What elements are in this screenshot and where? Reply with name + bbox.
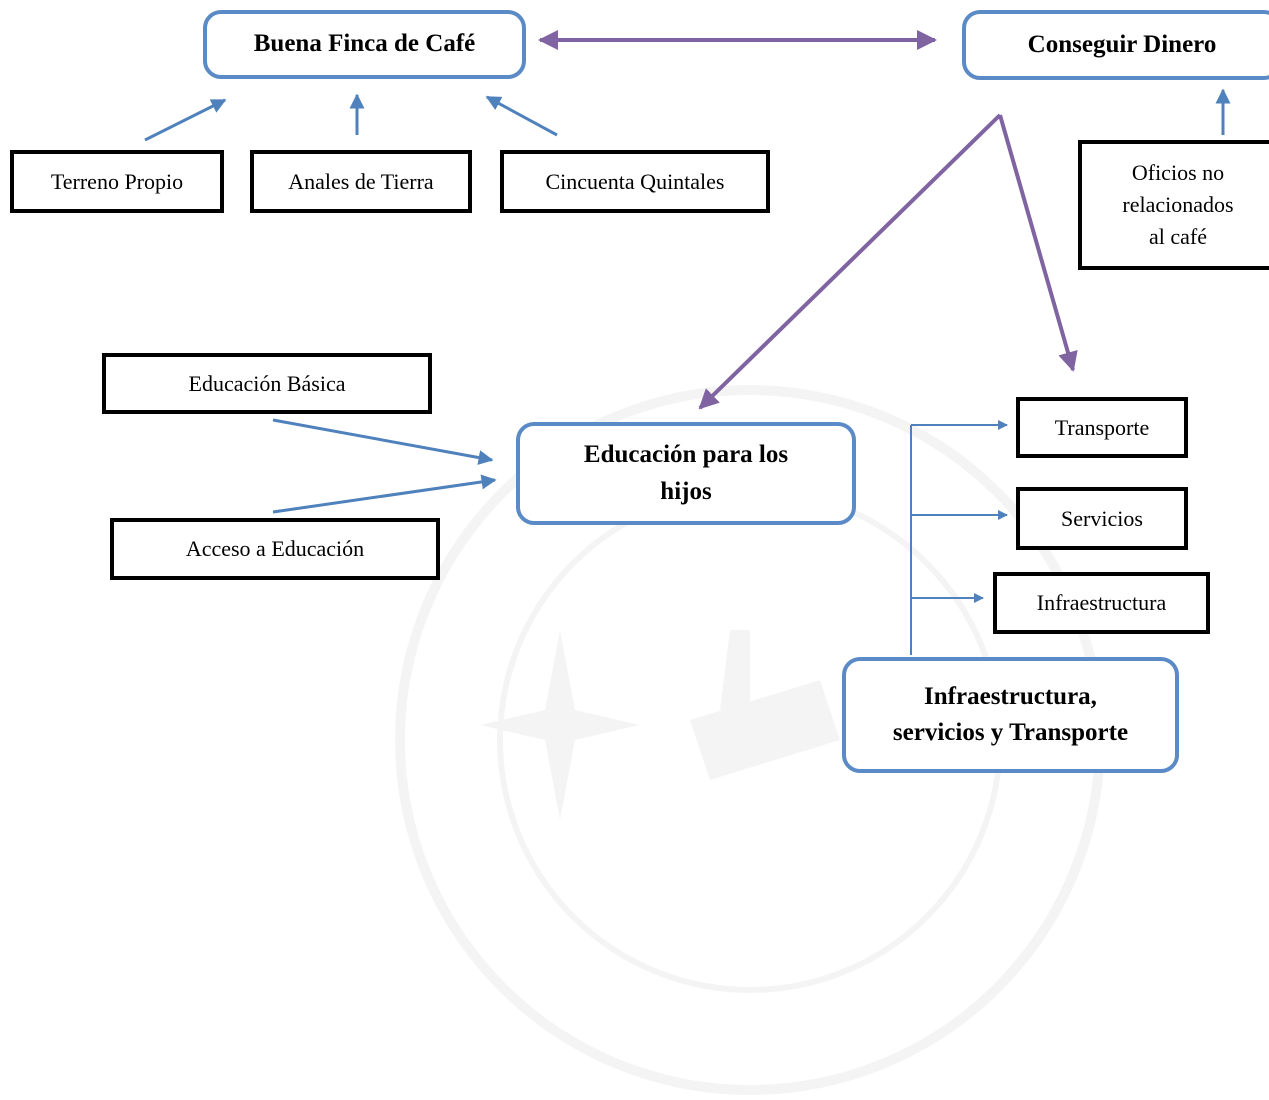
node-terreno-propio: Terreno Propio (10, 150, 224, 213)
node-transporte: Transporte (1016, 397, 1188, 458)
node-anales-de-tierra: Anales de Tierra (250, 150, 472, 213)
node-oficios-no-relacionados: Oficios no relacionados al café (1078, 140, 1269, 270)
node-label: Conseguir Dinero (1027, 30, 1217, 58)
node-label: Acceso a Educación (185, 536, 365, 562)
node-educacion-basica: Educación Básica (102, 353, 432, 414)
concept-diagram: Buena Finca de Café Conseguir Dinero Edu… (10, 10, 1269, 773)
node-servicios: Servicios (1016, 487, 1188, 550)
node-infraestructura: Infraestructura (993, 572, 1210, 634)
node-label: Infraestructura (1036, 590, 1167, 616)
arrow-terreno-finca (144, 98, 227, 142)
node-acceso-a-educacion: Acceso a Educación (110, 518, 440, 580)
node-label: Educación Básica (188, 370, 346, 396)
node-educacion-para-los-hijos: Educación para los hijos (516, 422, 856, 525)
node-infraestructura-servicios-transporte: Infraestructura, servicios y Transporte (842, 657, 1179, 773)
node-label: Terreno Propio (50, 168, 184, 194)
node-label-line2: servicios y Transporte (892, 719, 1129, 746)
node-label-line1: Infraestructura, (924, 682, 1097, 710)
node-buena-finca-de-cafe: Buena Finca de Café (203, 10, 526, 79)
node-label: Cincuenta Quintales (545, 168, 725, 194)
node-label-line3: al café (1149, 223, 1207, 249)
arrow-dinero-infra (998, 114, 1078, 372)
node-label-line2: relacionados (1122, 192, 1234, 218)
node-conseguir-dinero: Conseguir Dinero (962, 10, 1269, 80)
node-label: Anales de Tierra (288, 168, 434, 194)
node-label: Servicios (1061, 505, 1143, 531)
arrow-cincuenta-finca (485, 95, 558, 137)
node-label-line1: Oficios no (1131, 160, 1225, 186)
node-label-line1: Educación para los (583, 441, 789, 469)
node-label: Transporte (1054, 414, 1150, 440)
node-cincuenta-quintales: Cincuenta Quintales (500, 150, 770, 213)
node-label: Buena Finca de Café (253, 30, 476, 58)
node-label-line2: hijos (660, 477, 712, 505)
